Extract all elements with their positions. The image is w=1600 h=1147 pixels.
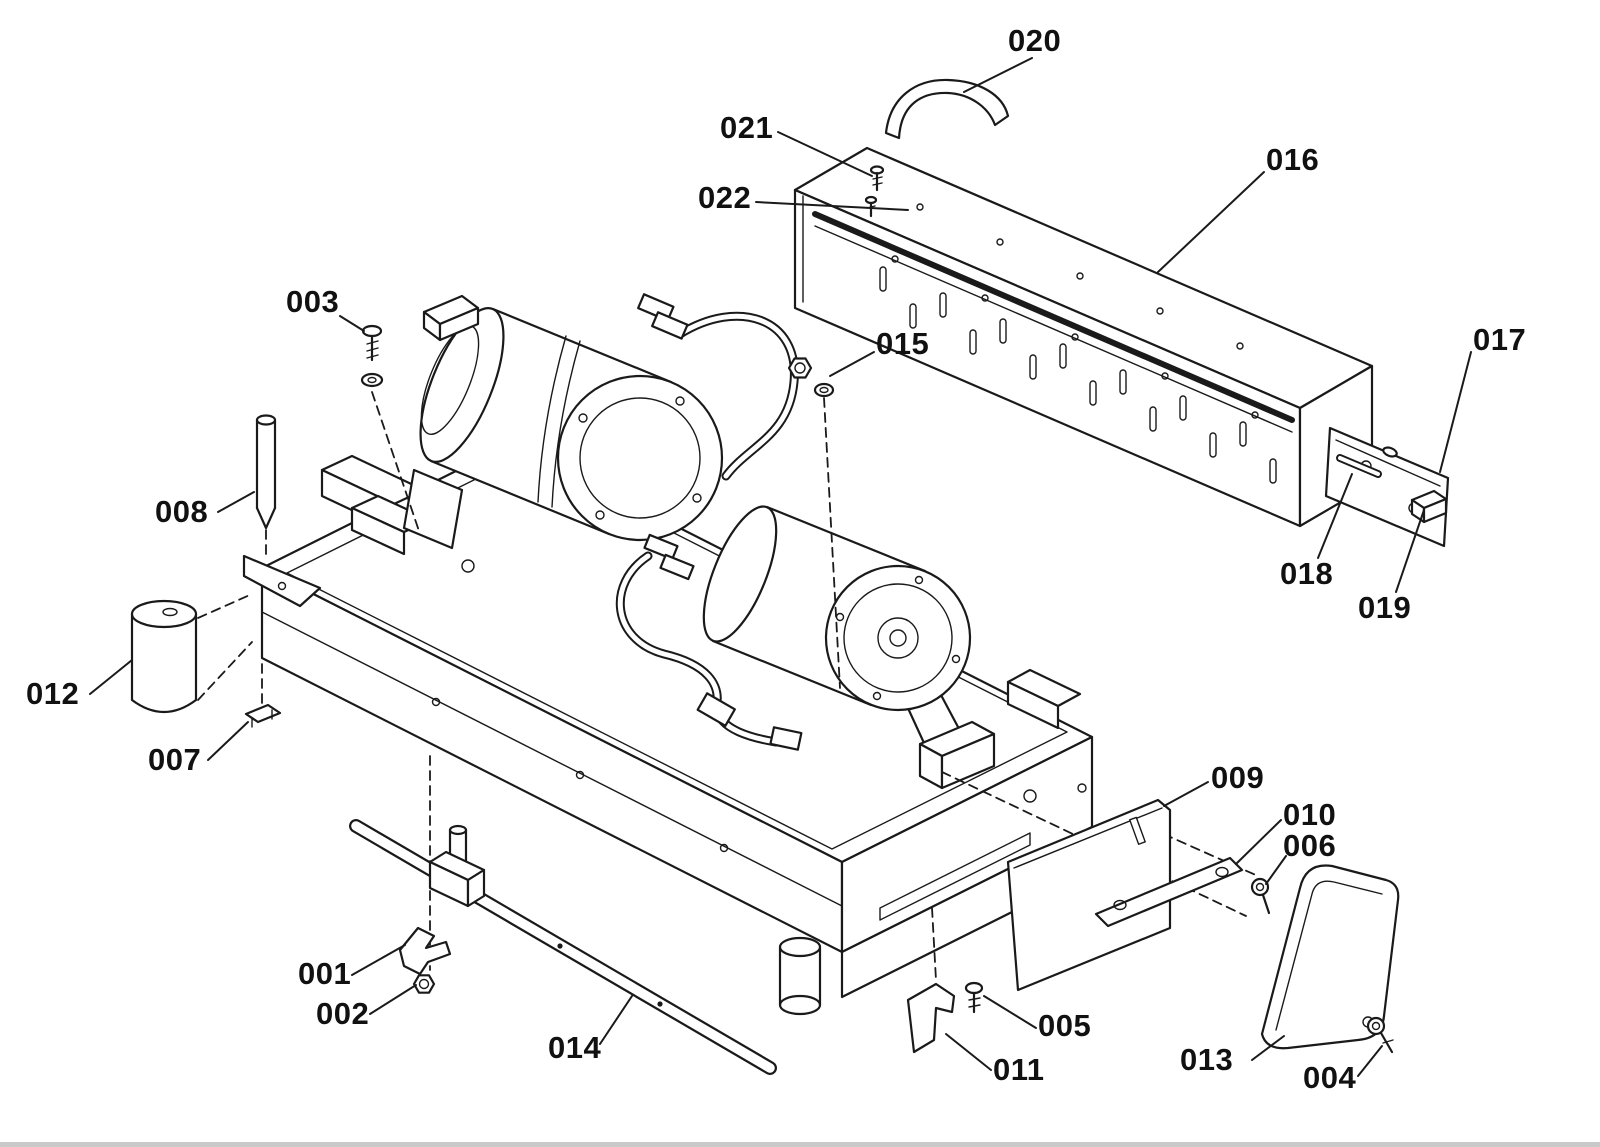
leader-001 bbox=[351, 944, 406, 976]
callout-002: 002 bbox=[316, 996, 370, 1031]
leader-020 bbox=[963, 57, 1033, 93]
callout-017: 017 bbox=[1473, 322, 1527, 357]
end-bracket-017 bbox=[1324, 426, 1450, 548]
nut-015 bbox=[787, 357, 835, 398]
callout-009: 009 bbox=[1211, 760, 1265, 795]
leader-007 bbox=[207, 721, 249, 761]
screw-021 bbox=[869, 165, 885, 192]
leader-013 bbox=[1251, 1035, 1285, 1061]
leader-015 bbox=[829, 351, 875, 377]
callout-006: 006 bbox=[1283, 828, 1337, 863]
callout-015: 015 bbox=[876, 326, 930, 361]
callout-016: 016 bbox=[1266, 142, 1320, 177]
callout-022: 022 bbox=[698, 180, 752, 215]
callout-007: 007 bbox=[148, 742, 202, 777]
leader-014 bbox=[599, 995, 633, 1045]
screw-004 bbox=[1366, 1016, 1394, 1054]
leader-003 bbox=[339, 315, 365, 332]
callout-004: 004 bbox=[1303, 1060, 1357, 1095]
leader-021 bbox=[777, 131, 873, 177]
callout-008: 008 bbox=[155, 494, 209, 529]
bottom-border-line bbox=[0, 1142, 1600, 1147]
strip-010 bbox=[1094, 856, 1244, 928]
leader-019 bbox=[1395, 509, 1425, 593]
leader-005 bbox=[983, 995, 1037, 1029]
callout-019: 019 bbox=[1358, 590, 1412, 625]
leader-017 bbox=[1439, 351, 1472, 473]
capacitor-012 bbox=[130, 599, 198, 713]
callout-003: 003 bbox=[286, 284, 340, 319]
callout-020: 020 bbox=[1008, 23, 1062, 58]
leader-022 bbox=[755, 201, 909, 211]
rod-014 bbox=[349, 819, 777, 1075]
plate-009 bbox=[1006, 798, 1172, 992]
callout-018: 018 bbox=[1280, 556, 1334, 591]
callout-013: 013 bbox=[1180, 1042, 1234, 1077]
callout-005: 005 bbox=[1038, 1008, 1092, 1043]
screw-006 bbox=[1250, 877, 1271, 915]
leader-018 bbox=[1317, 473, 1353, 559]
pin-008 bbox=[255, 414, 277, 530]
side-cover-013 bbox=[1260, 864, 1400, 1050]
leader-002 bbox=[369, 984, 417, 1015]
callout-010: 010 bbox=[1283, 797, 1337, 832]
leader-lines bbox=[89, 57, 1472, 1077]
blower-motor-rear bbox=[702, 505, 996, 790]
callout-021: 021 bbox=[720, 110, 774, 145]
clip-007 bbox=[244, 703, 282, 728]
blower-motor-front bbox=[419, 294, 724, 542]
handle-020 bbox=[884, 78, 1010, 140]
leader-016 bbox=[1157, 171, 1265, 273]
callout-001: 001 bbox=[298, 956, 352, 991]
callout-014: 014 bbox=[548, 1030, 602, 1065]
leader-012 bbox=[89, 659, 133, 695]
screw-022 bbox=[864, 195, 878, 218]
leader-009 bbox=[1163, 781, 1209, 807]
leader-008 bbox=[217, 491, 255, 513]
callout-011: 011 bbox=[993, 1052, 1045, 1087]
pin-018 bbox=[1336, 454, 1382, 478]
leader-010 bbox=[1235, 819, 1282, 865]
screw-003 bbox=[360, 324, 384, 388]
leader-006 bbox=[1265, 855, 1287, 885]
leader-011 bbox=[945, 1033, 992, 1071]
screw-005 bbox=[964, 981, 984, 1014]
bracket-011 bbox=[906, 982, 956, 1054]
leader-004 bbox=[1357, 1045, 1383, 1077]
callout-012: 012 bbox=[26, 676, 80, 711]
chassis-tray bbox=[242, 441, 1094, 1016]
bracket-001 bbox=[398, 926, 452, 976]
nut-002 bbox=[412, 974, 436, 994]
